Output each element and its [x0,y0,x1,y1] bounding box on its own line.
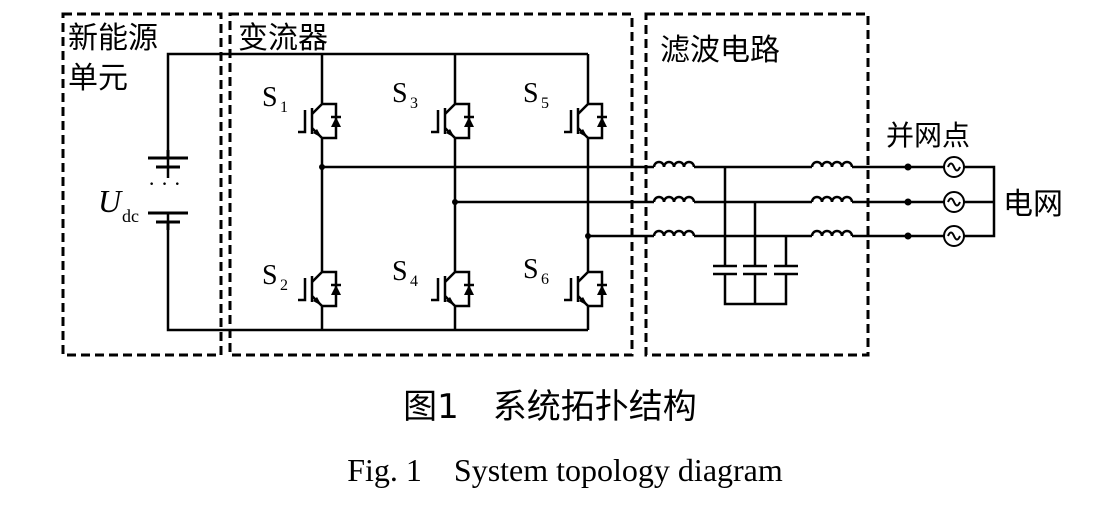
converter-block-label: 变流器 [238,21,328,56]
grid-label: 电网 [1003,187,1063,222]
switch-sub-s2: 2 [280,277,288,294]
switch-label-s1: S [262,82,278,113]
grid-source-c-icon [943,225,965,247]
figure-caption-cn: 图1 系统拓扑结构 [403,387,697,427]
filter-capacitor-bank [713,167,798,306]
switch-s4-igbt [429,246,476,332]
grid-source-a-icon [943,156,965,178]
switch-label-s4: S [392,256,408,287]
switch-sub-s4: 4 [410,273,418,290]
filter-inductor-b1 [652,195,696,204]
switch-sub-s1: 1 [280,99,288,116]
filter-inductor-c2 [810,229,854,238]
ac-phase-wires [322,165,996,238]
switch-s5-igbt [562,78,609,164]
filter-inductor-c1 [652,229,696,238]
dc-voltage-subscript: dc [122,206,139,226]
converter-block-frame [228,12,634,357]
filter-inductor-a2 [810,160,854,169]
switch-sub-s3: 3 [410,95,418,112]
switch-s2-igbt [296,246,343,332]
switch-s1-igbt [296,78,343,164]
dc-source-battery [148,150,188,230]
filter-block-label: 滤波电路 [660,33,780,68]
junction-dots [319,163,912,240]
switch-sub-s5: 5 [541,95,549,112]
filter-inductor-a1 [652,160,696,169]
pcc-label: 并网点 [886,119,970,152]
switch-sub-s6: 6 [541,271,549,288]
switch-s6-igbt [562,246,609,332]
grid-source-b-icon [943,191,965,213]
dc-voltage-label: U [98,183,123,219]
switch-label-s2: S [262,260,278,291]
source-block-frame [61,12,223,357]
switch-label-s6: S [523,254,539,285]
battery-dots: · · · [148,171,181,196]
switch-label-s3: S [392,78,408,109]
filter-inductor-b2 [810,195,854,204]
figure-caption-en: Fig. 1 System topology diagram [347,452,783,488]
source-block-label-line1: 新能源 [68,21,158,56]
filter-block-frame [644,12,870,357]
switch-s3-igbt [429,78,476,164]
switch-label-s5: S [523,78,539,109]
source-block-label-line2: 单元 [68,61,128,96]
